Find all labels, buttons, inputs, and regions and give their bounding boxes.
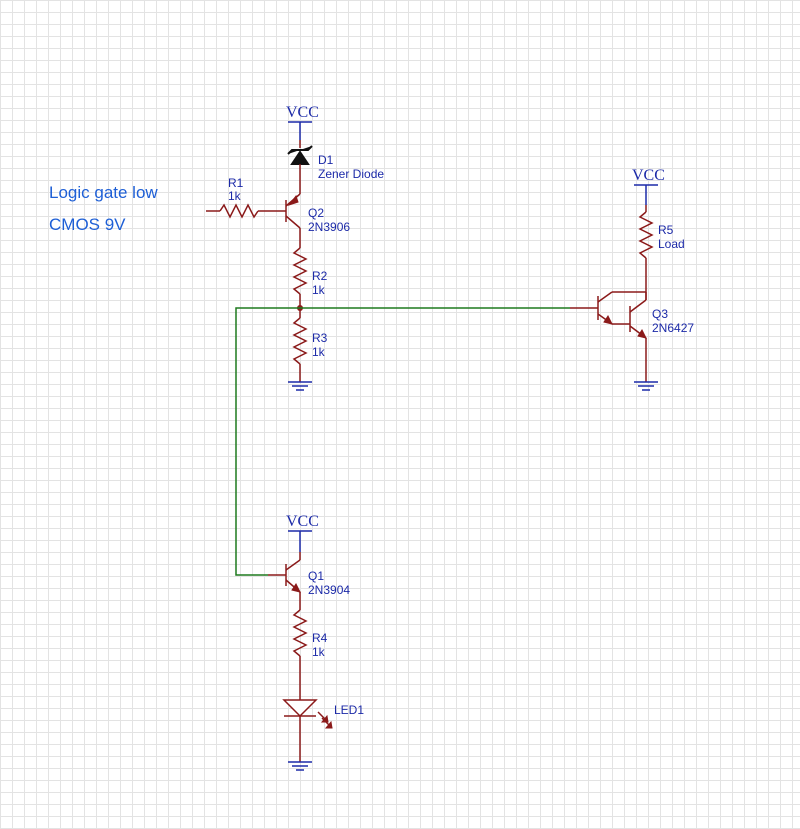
vcc-symbol-top: VCC <box>286 104 319 140</box>
ground-symbol-r3 <box>288 381 312 391</box>
d1-value: Zener Diode <box>318 167 384 181</box>
q1-value: 2N3904 <box>308 583 350 597</box>
resistor-r4[interactable]: R4 1k <box>292 609 328 700</box>
led-led1[interactable]: LED1 <box>282 699 364 762</box>
vcc-symbol-right: VCC <box>632 167 665 205</box>
r5-ref: R5 <box>658 223 674 237</box>
vcc-label-top: VCC <box>286 104 319 121</box>
resistor-r5[interactable]: R5 Load <box>638 205 685 300</box>
resistor-r3[interactable]: R3 1k <box>292 308 328 382</box>
vcc-symbol-bottom: VCC <box>286 513 319 552</box>
q2-value: 2N3906 <box>308 220 350 234</box>
vcc-label-right: VCC <box>632 167 665 184</box>
control-net <box>235 307 570 576</box>
q3-value: 2N6427 <box>652 321 694 335</box>
zener-diode-d1[interactable]: D1 Zener Diode <box>287 140 384 190</box>
r2-value: 1k <box>312 283 326 297</box>
r1-ref: R1 <box>228 176 244 190</box>
r3-value: 1k <box>312 345 326 359</box>
transistor-q2[interactable]: Q2 2N3906 <box>285 190 350 248</box>
q3-ref: Q3 <box>652 307 668 321</box>
note-cmos-9v: CMOS 9V <box>49 215 126 234</box>
d1-ref: D1 <box>318 153 334 167</box>
r3-ref: R3 <box>312 331 328 345</box>
r5-value: Load <box>658 237 685 251</box>
r1-value: 1k <box>228 189 242 203</box>
note-logic-gate-low: Logic gate low <box>49 183 158 202</box>
q2-ref: Q2 <box>308 206 324 220</box>
r4-ref: R4 <box>312 631 328 645</box>
r4-value: 1k <box>312 645 326 659</box>
transistor-q1[interactable]: Q1 2N3904 <box>268 552 350 610</box>
led1-ref: LED1 <box>334 703 364 717</box>
ground-symbol-q3 <box>634 381 658 391</box>
transistor-q3[interactable]: Q3 2N6427 <box>570 291 694 382</box>
vcc-label-bottom: VCC <box>286 513 319 530</box>
resistor-r2[interactable]: R2 1k <box>292 247 328 308</box>
q1-ref: Q1 <box>308 569 324 583</box>
resistor-r1[interactable]: R1 1k <box>206 176 286 219</box>
ground-symbol-led1 <box>288 761 312 771</box>
r2-ref: R2 <box>312 269 328 283</box>
